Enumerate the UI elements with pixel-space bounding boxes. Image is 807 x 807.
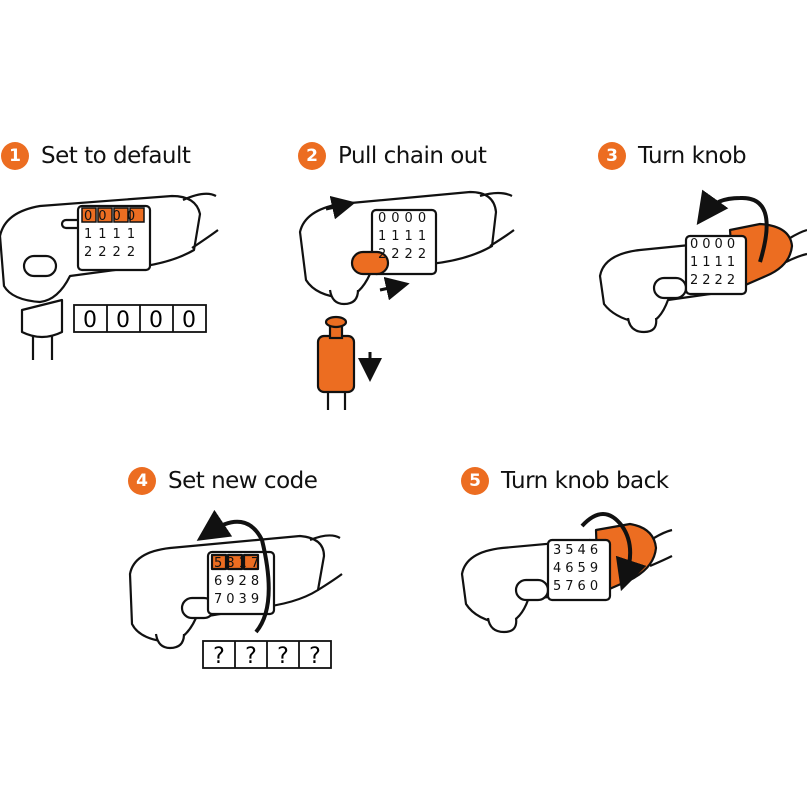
code-digit: 0 bbox=[182, 308, 196, 333]
rotate-arrow-icon bbox=[696, 189, 769, 263]
step-5-badge: 5 bbox=[461, 467, 489, 495]
step-4-heading: 4 Set new code bbox=[128, 467, 318, 495]
dial-window bbox=[546, 538, 612, 602]
dial-digits: 1111 bbox=[690, 255, 739, 270]
step-3-lock bbox=[598, 222, 807, 334]
arrow-right-icon bbox=[379, 276, 410, 301]
step-1-dials: 0000 1111 2222 bbox=[81, 207, 145, 260]
step-4-lock bbox=[128, 534, 343, 650]
dial-digits: 2222 bbox=[84, 245, 141, 260]
step-2-heading: 2 Pull chain out bbox=[298, 142, 487, 170]
default-code-boxes: 0 0 0 0 bbox=[73, 304, 207, 333]
step-4-dials: 5817 6928 7039 bbox=[214, 556, 263, 607]
dial-digits: 1111 bbox=[84, 227, 141, 242]
step-2-dials: 0000 1111 2222 bbox=[378, 211, 431, 262]
dial-digits: 5760 bbox=[553, 579, 602, 594]
dial-digits: 0000 bbox=[84, 209, 141, 224]
code-digit: 0 bbox=[149, 308, 163, 333]
post-icon bbox=[20, 298, 64, 339]
step-4-badge: 4 bbox=[128, 467, 156, 495]
step-5-dials: 3546 4659 5760 bbox=[553, 543, 602, 594]
step-1-heading: 1 Set to default bbox=[1, 142, 191, 170]
release-button-icon bbox=[350, 250, 390, 276]
code-digit: ? bbox=[309, 644, 321, 669]
dial-digits: 1111 bbox=[378, 229, 431, 244]
step-5-lock bbox=[460, 522, 673, 634]
arrow-right-icon bbox=[325, 195, 356, 220]
dial-digits: 2222 bbox=[378, 247, 431, 262]
dial-digits: 7039 bbox=[214, 592, 263, 607]
step-1-title: Set to default bbox=[41, 143, 191, 169]
dial-digits: 5817 bbox=[214, 556, 263, 571]
step-3-title: Turn knob bbox=[638, 143, 747, 169]
step-3-dials: 0000 1111 2222 bbox=[690, 237, 739, 288]
step-2-title: Pull chain out bbox=[338, 143, 487, 169]
step-3-heading: 3 Turn knob bbox=[598, 142, 747, 170]
dial-digits: 3546 bbox=[553, 543, 602, 558]
code-digit: ? bbox=[245, 644, 257, 669]
dial-digits: 0000 bbox=[378, 211, 431, 226]
step-2-badge: 2 bbox=[298, 142, 326, 170]
step-3-badge: 3 bbox=[598, 142, 626, 170]
dial-window bbox=[684, 234, 748, 296]
step-5-title: Turn knob back bbox=[501, 468, 669, 494]
step-4-title: Set new code bbox=[168, 468, 318, 494]
dial-digits: 6928 bbox=[214, 574, 263, 589]
chain-plug-icon bbox=[316, 315, 356, 410]
step-1-badge: 1 bbox=[1, 142, 29, 170]
new-code-boxes: ? ? ? ? bbox=[202, 640, 332, 669]
code-digit: 0 bbox=[116, 308, 130, 333]
dial-digits: 2222 bbox=[690, 273, 739, 288]
dial-digits: 4659 bbox=[553, 561, 602, 576]
dial-digits: 0000 bbox=[690, 237, 739, 252]
code-digit: ? bbox=[277, 644, 289, 669]
code-digit: 0 bbox=[83, 308, 97, 333]
step-2-arrows bbox=[325, 195, 410, 382]
code-digit: ? bbox=[213, 644, 225, 669]
rotate-arrow-icon bbox=[196, 509, 271, 634]
rotate-arrow-icon bbox=[580, 512, 647, 592]
step-5-heading: 5 Turn knob back bbox=[461, 467, 669, 495]
